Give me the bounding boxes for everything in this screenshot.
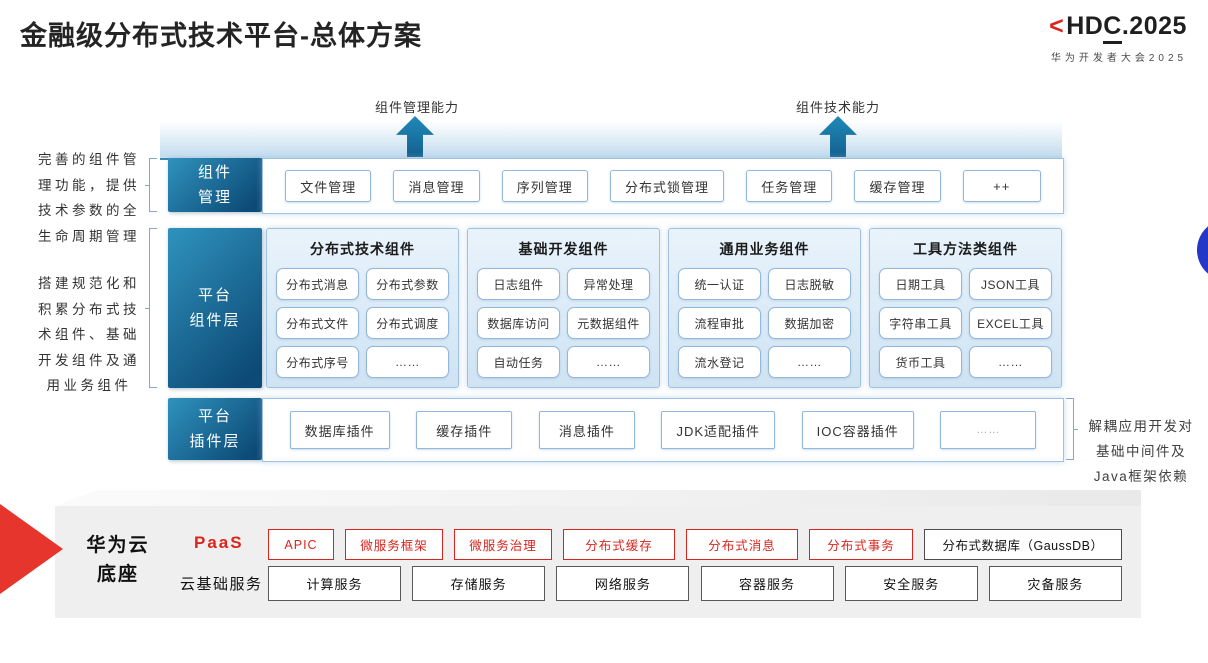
paas-service-box: 分布式事务 — [809, 529, 913, 560]
foundation-panel — [55, 506, 1141, 618]
column-header: 通用业务组件 — [719, 241, 810, 257]
page-title: 金融级分布式技术平台-总体方案 — [20, 21, 422, 51]
left-bracket — [145, 228, 157, 388]
column-header: 工具方法类组件 — [913, 241, 1018, 257]
logo-subtitle: 华为开发者大会2025 — [1050, 53, 1188, 64]
row-label-platform-components: 平台 组件层 — [168, 228, 262, 388]
column-grid: 统一认证 日志脱敏 流程审批 数据加密 流水登记 …… — [678, 268, 851, 378]
component-chip: 分布式消息 — [276, 268, 359, 300]
column-header: 分布式技术组件 — [310, 241, 415, 257]
decorative-blue-circle — [1197, 219, 1208, 281]
component-chip-more: …… — [969, 346, 1052, 378]
column-grid: 日志组件 异常处理 数据库访问 元数据组件 自动任务 …… — [477, 268, 650, 378]
component-chip: 数据库访问 — [477, 307, 560, 339]
component-chip: 分布式调度 — [366, 307, 449, 339]
component-chip: EXCEL工具 — [969, 307, 1052, 339]
component-chip: 日期工具 — [879, 268, 962, 300]
component-chip: 分布式参数 — [366, 268, 449, 300]
left-bracket — [145, 158, 157, 212]
plugin-box-more: …… — [940, 411, 1037, 449]
logo-text-hd: HD — [1066, 12, 1104, 40]
paas-service-row: APIC 微服务框架 微服务治理 分布式缓存 分布式消息 分布式事务 分布式数据… — [268, 529, 1122, 560]
component-box: 消息管理 — [393, 170, 480, 202]
column-header: 基础开发组件 — [518, 241, 609, 257]
component-chip: 数据加密 — [768, 307, 851, 339]
paas-service-box: 微服务框架 — [345, 529, 443, 560]
plugin-box: IOC容器插件 — [801, 411, 914, 449]
component-box: 序列管理 — [501, 170, 588, 202]
paas-service-box: 微服务治理 — [454, 529, 552, 560]
column-tool-methods: 工具方法类组件 日期工具 JSON工具 字符串工具 EXCEL工具 货币工具 …… — [869, 228, 1062, 388]
component-chip: 分布式文件 — [276, 307, 359, 339]
column-distributed-tech: 分布式技术组件 分布式消息 分布式参数 分布式文件 分布式调度 分布式序号 …… — [266, 228, 459, 388]
component-chip-more: …… — [768, 346, 851, 378]
paas-service-box: 分布式消息 — [686, 529, 798, 560]
diagram-top-band — [160, 121, 1062, 160]
logo-text-year: .2025 — [1121, 12, 1187, 40]
cloud-service-row: 计算服务 存储服务 网络服务 容器服务 安全服务 灾备服务 — [268, 566, 1122, 601]
cloud-service-box: 存储服务 — [412, 566, 546, 601]
row-label-component-management: 组件 管理 — [168, 158, 262, 212]
component-box: 任务管理 — [746, 170, 833, 202]
cloud-service-box: 网络服务 — [556, 566, 690, 601]
huawei-cloud-base-label: 华为云 底座 — [86, 535, 150, 585]
component-box: 文件管理 — [285, 170, 372, 202]
cloud-service-box: 容器服务 — [700, 566, 834, 601]
component-chip: 异常处理 — [567, 268, 650, 300]
component-box: 分布式锁管理 — [609, 170, 724, 202]
component-box-more: ++ — [962, 170, 1041, 202]
logo-text-c-underlined: C — [1103, 12, 1122, 44]
right-bracket — [1066, 398, 1078, 460]
platform-component-columns: 分布式技术组件 分布式消息 分布式参数 分布式文件 分布式调度 分布式序号 ……… — [266, 228, 1062, 388]
cloud-service-box: 安全服务 — [844, 566, 978, 601]
column-grid: 分布式消息 分布式参数 分布式文件 分布式调度 分布式序号 …… — [276, 268, 449, 378]
component-box: 缓存管理 — [854, 170, 941, 202]
note-component-building: 搭建规范化和 积累分布式技 术组件、基础 开发组件及通 用业务组件 — [38, 276, 140, 393]
management-capability-label: 组件管理能力 — [374, 100, 459, 115]
component-chip: 自动任务 — [477, 346, 560, 378]
plugin-box: JDK适配插件 — [661, 411, 776, 449]
hdc-2025-logo: < HD C .2025 华为开发者大会2025 — [1030, 12, 1208, 64]
gaussdb-box: 分布式数据库（GaussDB） — [924, 529, 1122, 560]
cloud-service-box: 计算服务 — [268, 566, 401, 601]
red-arrow-icon — [0, 504, 63, 594]
column-general-business: 通用业务组件 统一认证 日志脱敏 流程审批 数据加密 流水登记 …… — [668, 228, 861, 388]
component-management-row: 文件管理 消息管理 序列管理 分布式锁管理 任务管理 缓存管理 ++ — [262, 158, 1064, 214]
component-chip: 字符串工具 — [879, 307, 962, 339]
component-chip: 流程审批 — [678, 307, 761, 339]
cloud-service-box: 灾备服务 — [988, 566, 1122, 601]
note-component-management: 完善的组件管 理功能，提供 技术参数的全 生命周期管理 — [38, 152, 140, 244]
plugin-box: 数据库插件 — [289, 411, 390, 449]
component-chip: 元数据组件 — [567, 307, 650, 339]
column-basic-dev: 基础开发组件 日志组件 异常处理 数据库访问 元数据组件 自动任务 …… — [467, 228, 660, 388]
component-chip: 分布式序号 — [276, 346, 359, 378]
cloud-basic-services-label: 云基础服务 — [180, 576, 263, 593]
component-chip: 日志脱敏 — [768, 268, 851, 300]
component-chip: 流水登记 — [678, 346, 761, 378]
technical-capability-label: 组件技术能力 — [795, 100, 880, 115]
plugin-box: 缓存插件 — [416, 411, 513, 449]
paas-service-box: APIC — [268, 529, 334, 560]
note-decouple-dependency: 解耦应用开发对 基础中间件及 Java框架依赖 — [1088, 419, 1194, 484]
component-chip: 货币工具 — [879, 346, 962, 378]
component-chip: 日志组件 — [477, 268, 560, 300]
component-chip: 统一认证 — [678, 268, 761, 300]
logo-left-angle-icon: < — [1049, 12, 1065, 40]
component-chip-more: …… — [567, 346, 650, 378]
component-chip-more: …… — [366, 346, 449, 378]
component-chip: JSON工具 — [969, 268, 1052, 300]
row-label-platform-plugins: 平台 插件层 — [168, 398, 262, 460]
foundation-panel-top-edge — [55, 490, 1141, 506]
platform-plugin-row: 数据库插件 缓存插件 消息插件 JDK适配插件 IOC容器插件 …… — [262, 398, 1064, 462]
plugin-box: 消息插件 — [538, 411, 635, 449]
column-grid: 日期工具 JSON工具 字符串工具 EXCEL工具 货币工具 …… — [879, 268, 1052, 378]
paas-service-box: 分布式缓存 — [563, 529, 675, 560]
hdc-logo-wordmark: < HD C .2025 — [1030, 12, 1208, 44]
paas-label: PaaS — [194, 533, 244, 552]
